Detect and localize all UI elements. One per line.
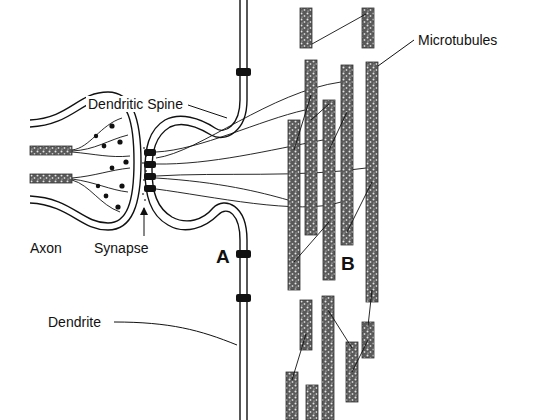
leader-line xyxy=(378,40,414,66)
spine-membrane xyxy=(152,0,247,420)
axon-membrane xyxy=(30,99,134,223)
spine-membrane xyxy=(145,0,240,420)
region-letter: A xyxy=(214,247,232,267)
microtubule xyxy=(30,174,72,183)
leader-lines xyxy=(114,40,414,345)
microtubule-links xyxy=(292,14,372,380)
leader-line xyxy=(188,105,227,118)
leader-line xyxy=(114,322,237,345)
part-label: Dendrite xyxy=(46,314,103,330)
axon-microtubules xyxy=(30,146,72,183)
part-label: Microtubules xyxy=(416,32,499,48)
synaptic-vesicles xyxy=(94,123,129,209)
ion-channels xyxy=(236,68,251,302)
microtubule xyxy=(30,146,72,155)
region-letter: B xyxy=(339,254,357,274)
axon-membrane xyxy=(30,92,141,230)
pointer-arrow xyxy=(144,208,145,236)
dendrite-membrane xyxy=(145,0,247,420)
receptors xyxy=(144,149,156,192)
part-label: Synapse xyxy=(92,240,150,256)
part-label: Axon xyxy=(28,240,64,256)
axon-terminal xyxy=(30,92,141,230)
dendrite-microtubules xyxy=(286,8,378,420)
part-label: Dendritic Spine xyxy=(86,96,185,112)
axon-fibers xyxy=(72,118,130,212)
